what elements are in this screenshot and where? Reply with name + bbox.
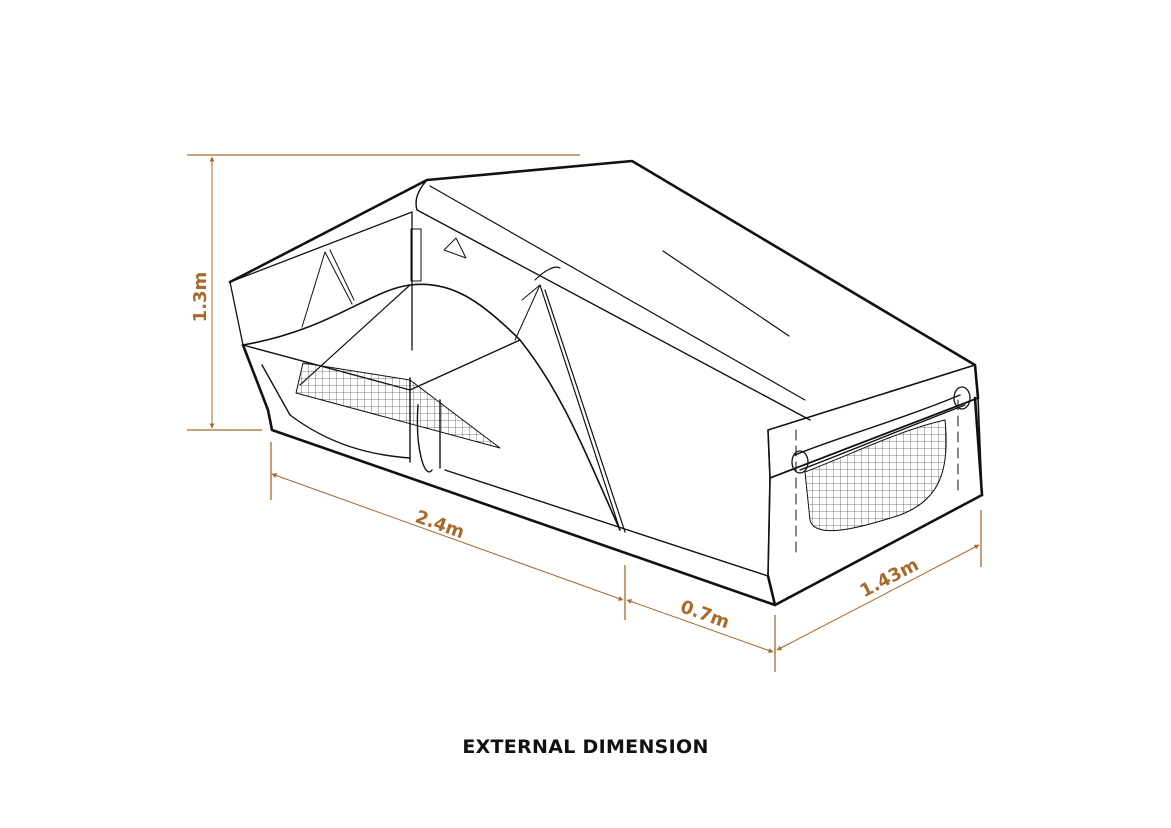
mesh-window-side <box>295 362 501 449</box>
tent-roof-outline <box>228 159 980 400</box>
mesh-window-end <box>804 419 947 532</box>
tent-drawing <box>228 159 984 607</box>
height-label: 1.3m <box>190 272 211 323</box>
diagram-title: EXTERNAL DIMENSION <box>462 736 709 758</box>
length-label: 2.4m <box>412 506 467 543</box>
dimension-lines <box>187 154 982 672</box>
width-label: 1.43m <box>857 554 923 602</box>
length-dimension-line <box>271 473 624 601</box>
base-dimension-line <box>626 599 774 653</box>
width-dimension-line <box>776 544 980 651</box>
